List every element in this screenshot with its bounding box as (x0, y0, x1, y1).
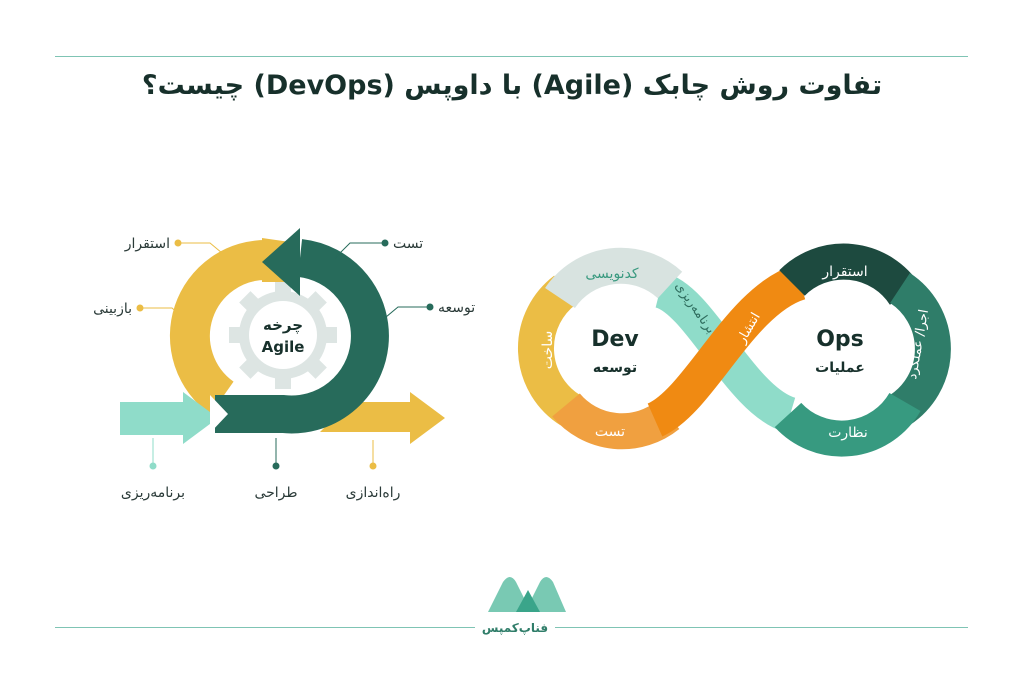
logo-mark-overlap (516, 590, 540, 612)
yellow-arc (169, 239, 269, 415)
segment-build-label: ساخت (540, 331, 556, 369)
callouts: استقرار بازبینی تست توسعه برنامه‌ریزی طر… (93, 236, 475, 501)
agile-center-line1: چرخه (263, 316, 303, 335)
segment-coding-label: کدنویسی (585, 266, 639, 282)
logo-text: فناپ‌کمپس (482, 621, 548, 635)
segment-test (552, 392, 680, 450)
segment-deploy-label: استقرار (821, 264, 867, 280)
yellow-arc-tail (262, 238, 292, 282)
label-test: تست (393, 236, 423, 252)
label-deploy: استقرار (124, 236, 170, 252)
segment-release (646, 264, 807, 437)
segment-operate (889, 272, 951, 426)
label-develop: توسعه (438, 300, 475, 316)
ops-subtitle: عملیات (815, 360, 865, 376)
ops-title: Ops (816, 327, 864, 352)
agile-cycle: چرخه Agile استقرار بازبینی تست توسعه برن… (93, 228, 475, 501)
mint-arrow-head (183, 392, 218, 444)
logo: فناپ‌کمپس (482, 577, 566, 635)
label-review: بازبینی (93, 301, 132, 317)
dark-green-arc (215, 239, 389, 434)
bottom-divider-left (55, 627, 475, 628)
devops-infinity (518, 243, 951, 457)
mint-arrow-body (120, 402, 185, 435)
agile-center-line2: Agile (262, 338, 305, 356)
top-divider (55, 56, 968, 57)
dark-green-arrow-head (262, 228, 300, 296)
page-title: تفاوت روش چابک (Agile) با داوپس (DevOps)… (141, 70, 883, 101)
segment-monitor-label: نظارت (828, 425, 868, 441)
dev-subtitle: توسعه (593, 360, 637, 376)
logo-mark-icon (488, 577, 566, 612)
label-planning: برنامه‌ریزی (121, 485, 185, 501)
label-launch: راه‌اندازی (346, 485, 401, 501)
dark-green-tail-notch (210, 395, 228, 433)
label-design: طراحی (254, 485, 297, 501)
segment-deploy (779, 243, 921, 306)
bottom-divider-right (555, 627, 968, 628)
segment-build (518, 275, 581, 426)
dev-title: Dev (591, 327, 639, 352)
segment-test-label: تست (595, 424, 625, 440)
gear-icon (229, 281, 337, 389)
segment-monitor (774, 392, 921, 457)
segment-coding (545, 247, 683, 309)
